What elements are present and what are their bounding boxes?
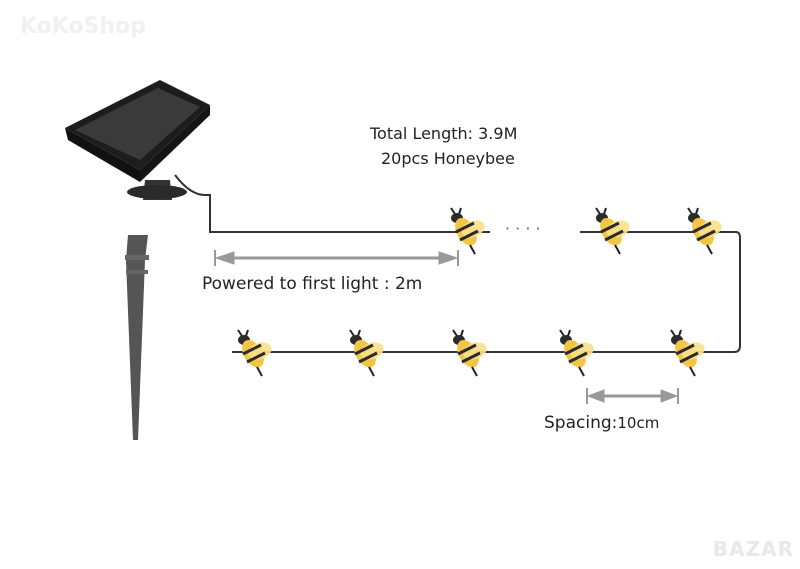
count-label: 20pcs Honeybee (381, 149, 515, 168)
spacing-value: 10cm (617, 414, 660, 432)
bazar-logo: BAZAR (712, 537, 794, 561)
bee-light (594, 206, 634, 256)
ellipsis-dots: · · · · (505, 219, 541, 238)
total-length-label: Total Length: 3.9M (370, 124, 518, 143)
bee-light (451, 328, 491, 378)
powered-length-arrow (214, 250, 459, 266)
spacing-arrow (586, 388, 679, 404)
ground-stake (125, 235, 149, 440)
watermark: KoKoShop (20, 14, 146, 39)
bee-light (348, 328, 388, 378)
spacing-text: Spacing: (544, 413, 618, 433)
bee-light (686, 206, 726, 256)
bee-light (669, 328, 709, 378)
bee-light (236, 328, 276, 378)
bee-light (449, 206, 489, 256)
solar-panel (65, 80, 210, 200)
light-string-wire (174, 174, 741, 353)
bee-light (558, 328, 598, 378)
powered-label: Powered to first light : 2m (202, 274, 423, 294)
spacing-label: Spacing:10cm (544, 413, 659, 433)
